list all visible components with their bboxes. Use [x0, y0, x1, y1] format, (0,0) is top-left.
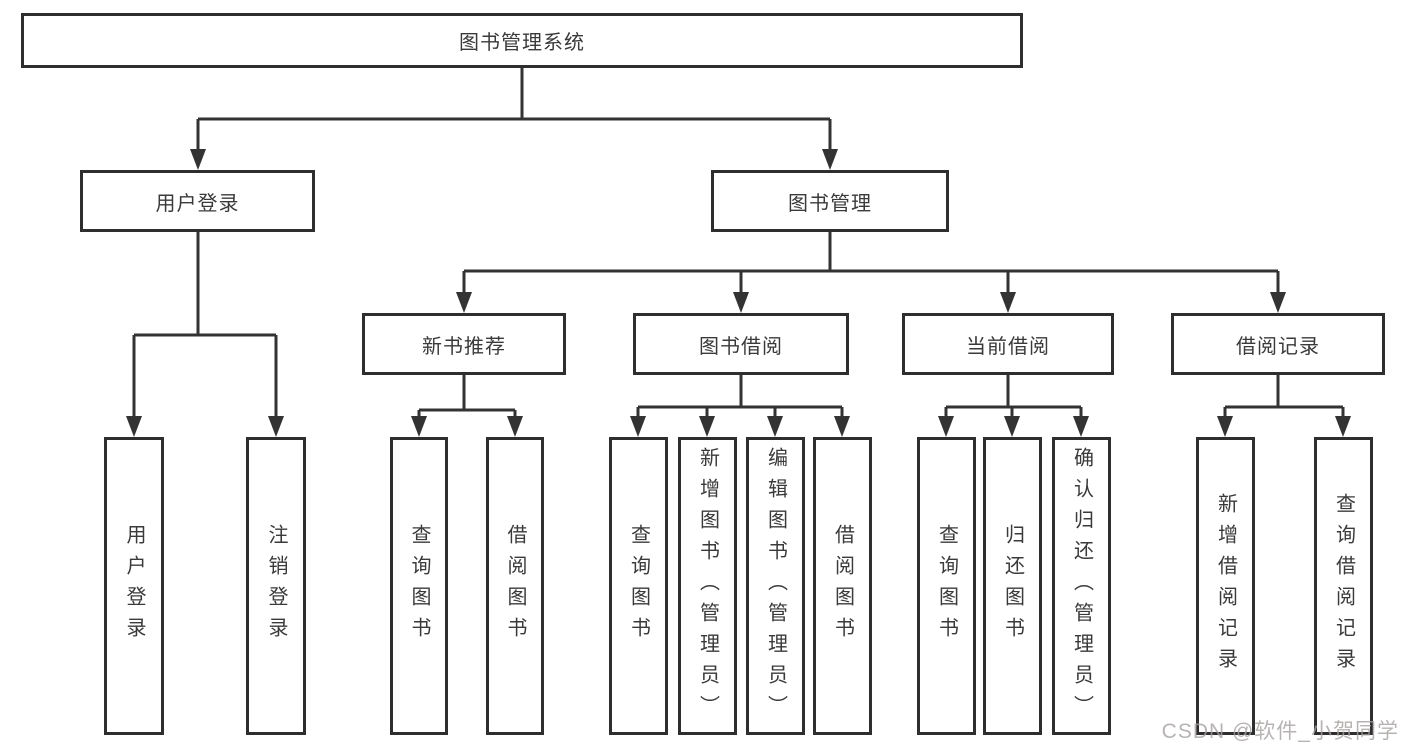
leaf-logout: 注销登录 — [246, 437, 306, 735]
leaf-query-books-3-label: 查询图书 — [935, 524, 958, 648]
node-root-system: 图书管理系统 — [21, 13, 1023, 68]
node-new-book-recommend-label: 新书推荐 — [422, 335, 506, 358]
node-current-borrow: 当前借阅 — [902, 313, 1114, 375]
connector-records-to-children — [1223, 375, 1345, 421]
connector-root-to-level2 — [196, 68, 832, 154]
connector-currentborrow-to-children — [944, 375, 1083, 421]
connector-newbooks-to-children — [417, 375, 517, 421]
leaf-query-books-2: 查询图书 — [609, 437, 668, 735]
arrowheads — [126, 149, 1351, 437]
leaf-add-borrow-record: 新增借阅记录 — [1196, 437, 1255, 735]
leaf-add-books-admin: 新增图书（管理员） — [678, 437, 737, 735]
node-book-borrow: 图书借阅 — [633, 313, 849, 375]
node-borrow-records-label: 借阅记录 — [1236, 335, 1320, 358]
node-book-borrow-label: 图书借阅 — [699, 335, 783, 358]
connector-userlogin-to-children — [132, 232, 278, 421]
node-book-management: 图书管理 — [711, 170, 949, 232]
leaf-query-borrow-record: 查询借阅记录 — [1314, 437, 1373, 735]
leaf-return-books: 归还图书 — [983, 437, 1042, 735]
leaf-borrow-books-1-label: 借阅图书 — [504, 524, 526, 648]
connector-bookmgmt-to-level3 — [462, 232, 1280, 297]
leaf-query-books-1: 查询图书 — [390, 437, 448, 735]
leaf-borrow-books-2: 借阅图书 — [813, 437, 872, 735]
node-book-management-label: 图书管理 — [788, 192, 872, 215]
leaf-query-books-3: 查询图书 — [917, 437, 976, 735]
node-root-label: 图书管理系统 — [459, 32, 585, 54]
leaf-return-books-label: 归还图书 — [1001, 524, 1024, 648]
leaf-edit-books-admin-label: 编辑图书（管理员） — [764, 446, 787, 726]
leaf-user-login: 用户登录 — [104, 437, 164, 735]
leaf-confirm-return-admin-label: 确认归还（管理员） — [1070, 446, 1093, 726]
leaf-add-books-admin-label: 新增图书（管理员） — [696, 446, 719, 726]
leaf-user-login-label: 用户登录 — [123, 524, 145, 648]
node-user-login-label: 用户登录 — [155, 192, 240, 215]
node-new-book-recommend: 新书推荐 — [362, 313, 566, 375]
leaf-borrow-books-2-label: 借阅图书 — [831, 524, 854, 648]
leaf-query-books-1-label: 查询图书 — [408, 524, 430, 648]
leaf-confirm-return-admin: 确认归还（管理员） — [1052, 437, 1111, 735]
leaf-edit-books-admin: 编辑图书（管理员） — [746, 437, 805, 735]
node-current-borrow-label: 当前借阅 — [966, 335, 1050, 358]
leaf-query-borrow-record-label: 查询借阅记录 — [1332, 493, 1355, 679]
leaf-query-books-2-label: 查询图书 — [627, 524, 650, 648]
leaf-borrow-books-1: 借阅图书 — [486, 437, 544, 735]
leaf-add-borrow-record-label: 新增借阅记录 — [1214, 493, 1237, 679]
leaf-logout-label: 注销登录 — [265, 524, 287, 648]
csdn-watermark: CSDN @软件_小贺同学 — [1161, 720, 1399, 743]
node-user-login: 用户登录 — [80, 170, 315, 232]
node-borrow-records: 借阅记录 — [1171, 313, 1385, 375]
connector-bookborrow-to-children — [636, 375, 844, 421]
